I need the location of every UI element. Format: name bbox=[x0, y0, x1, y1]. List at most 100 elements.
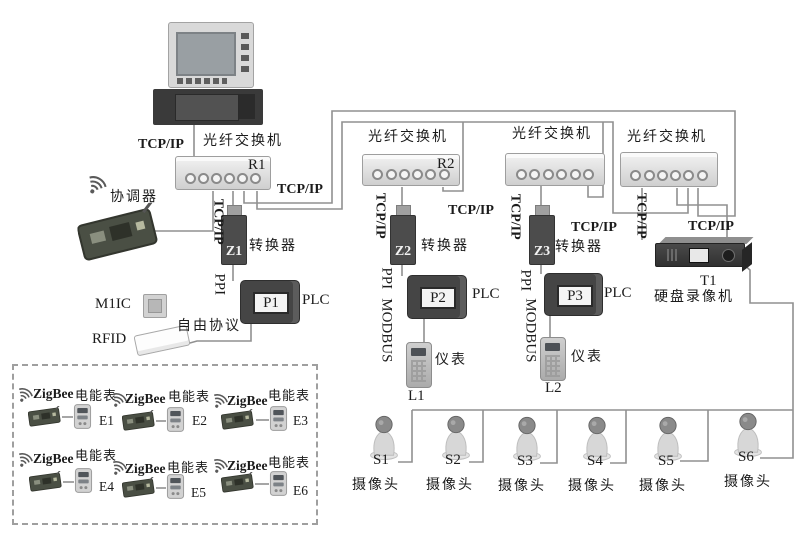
plc-1: P1 bbox=[240, 280, 300, 324]
converter2-id: Z2 bbox=[394, 244, 412, 259]
tcpip-label-sw2-right: TCP/IP bbox=[448, 203, 494, 218]
coordinator-label: 协调器 bbox=[110, 190, 158, 205]
tcpip-label-sw3-right: TCP/IP bbox=[571, 220, 617, 235]
camera6-label: 摄像头 bbox=[724, 475, 772, 490]
switch-port bbox=[542, 169, 554, 180]
dvr-vents bbox=[667, 249, 679, 261]
plc2-id: P2 bbox=[420, 287, 456, 309]
case-panel bbox=[175, 94, 239, 121]
zigbee-board-icon bbox=[28, 406, 62, 427]
meter2-label: 仪表 bbox=[571, 350, 603, 365]
fiber-switch-4 bbox=[620, 152, 718, 187]
dvr-knob bbox=[722, 249, 735, 262]
wire-ring-outer bbox=[243, 110, 736, 217]
camera1-id: S1 bbox=[373, 452, 389, 468]
converter3-id: Z3 bbox=[533, 244, 551, 259]
switch-port bbox=[683, 170, 695, 181]
ppi-label-1: PPI bbox=[211, 273, 228, 296]
switch-port bbox=[385, 169, 397, 180]
camera6-id: S6 bbox=[738, 449, 754, 465]
zigbee-label: ZigBee bbox=[33, 386, 74, 401]
modbus-label-1: MODBUS bbox=[378, 298, 395, 363]
switch-port bbox=[643, 170, 655, 181]
switch-port bbox=[556, 169, 568, 180]
ppi-label-3: PPI bbox=[517, 269, 534, 292]
computer-case bbox=[153, 89, 263, 125]
camera4-label: 摄像头 bbox=[568, 479, 616, 494]
camera1-label: 摄像头 bbox=[352, 478, 400, 493]
wire-cam5-tap bbox=[680, 410, 709, 462]
switch-port bbox=[224, 173, 235, 184]
wire-sw1-coordinator bbox=[155, 191, 214, 232]
monitor-screen bbox=[176, 32, 236, 76]
switch-port bbox=[237, 173, 248, 184]
ppi-label-2: PPI bbox=[378, 267, 395, 290]
switch2-label: 光纤交换机 bbox=[368, 130, 448, 145]
camera5-label: 摄像头 bbox=[639, 479, 687, 494]
camera3-label: 摄像头 bbox=[498, 479, 546, 494]
plc1-label: PLC bbox=[302, 292, 330, 308]
energy-meter-icon bbox=[74, 467, 93, 494]
switch-port bbox=[583, 169, 595, 180]
switch-port bbox=[198, 173, 209, 184]
wire-cam4-tap bbox=[610, 410, 627, 464]
free-protocol-label: 自由协议 bbox=[177, 319, 241, 334]
switch3-label: 光纤交换机 bbox=[512, 127, 592, 142]
meter-keys bbox=[545, 355, 560, 377]
tcpip-label-sw1-right: TCP/IP bbox=[277, 182, 323, 197]
plc-2: P2 bbox=[407, 275, 467, 319]
zigbee-label: ZigBee bbox=[125, 391, 166, 406]
wire-dvr-camera-bus bbox=[742, 263, 794, 410]
plc1-id: P1 bbox=[253, 292, 289, 314]
zigbee-board-icon bbox=[122, 477, 156, 498]
meter-l2 bbox=[540, 337, 566, 381]
coordinator-board-icon bbox=[75, 202, 162, 264]
wire-cam1-tap bbox=[398, 410, 413, 463]
wire-sw4-dvr-b bbox=[676, 188, 728, 238]
tcpip-label-sw2-down: TCP/IP bbox=[372, 192, 388, 239]
plc3-label: PLC bbox=[604, 285, 632, 301]
camera2-id: S2 bbox=[445, 452, 461, 468]
zigbee-meter-group-box bbox=[12, 364, 318, 525]
plc2-label: PLC bbox=[472, 286, 500, 302]
wire-ring-inner bbox=[256, 121, 689, 214]
zigbee-label: ZigBee bbox=[125, 461, 166, 476]
rfid-label: RFID bbox=[92, 331, 127, 347]
switch-port bbox=[185, 173, 196, 184]
meter-screen bbox=[411, 348, 426, 356]
converter1-id: Z1 bbox=[225, 244, 243, 259]
switch-port bbox=[670, 170, 682, 181]
power-meter-label: 电能表 bbox=[268, 388, 311, 403]
fiber-switch-1 bbox=[175, 156, 271, 190]
converter-3: Z3 bbox=[529, 215, 555, 265]
energy-meter-icon bbox=[73, 403, 92, 430]
energy-meter-icon bbox=[166, 473, 185, 500]
camera5-id: S5 bbox=[658, 453, 674, 469]
fiber-switch-3 bbox=[505, 153, 605, 186]
converter3-label: 转换器 bbox=[555, 240, 603, 255]
tcpip-label-sw3-down: TCP/IP bbox=[507, 193, 523, 240]
meter-screen bbox=[545, 343, 560, 351]
power-meter-label: 电能表 bbox=[168, 389, 211, 404]
zigbee-label: ZigBee bbox=[227, 393, 268, 408]
meter-l1 bbox=[406, 342, 432, 388]
switch-port bbox=[656, 170, 668, 181]
dvr-id: T1 bbox=[700, 273, 717, 289]
plc-3: P3 bbox=[544, 273, 603, 316]
switch-port bbox=[529, 169, 541, 180]
switch-port bbox=[211, 173, 222, 184]
m1ic-chip bbox=[143, 294, 167, 318]
switch-port bbox=[696, 170, 708, 181]
energy-meter3-id: E3 bbox=[293, 413, 308, 428]
tcpip-label-sw4-down: TCP/IP bbox=[633, 192, 649, 239]
tcpip-label-sw1-down: TCP/IP bbox=[210, 198, 226, 245]
fiber-switch-2 bbox=[362, 154, 460, 186]
wire-cam6-tap bbox=[760, 410, 794, 459]
power-meter-label: 电能表 bbox=[167, 460, 210, 475]
meter-keys bbox=[411, 360, 426, 382]
chip-die bbox=[148, 299, 162, 313]
power-meter-label: 电能表 bbox=[75, 448, 118, 463]
power-meter-label: 电能表 bbox=[268, 455, 311, 470]
